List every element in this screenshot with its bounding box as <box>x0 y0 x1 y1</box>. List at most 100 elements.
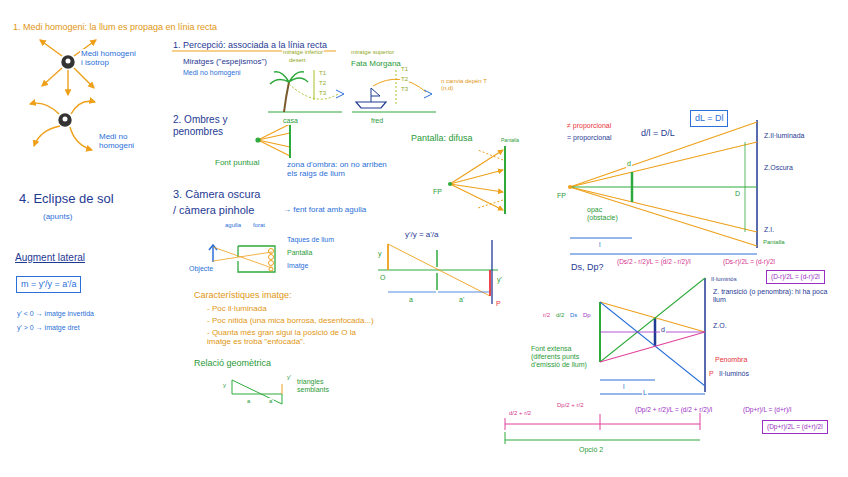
note-label: - Quanta més gran sigui la posició de O … <box>206 328 373 346</box>
note-label: forat <box>252 222 266 229</box>
note-label: Z.O. <box>712 322 728 330</box>
note-label: T2 <box>400 76 409 83</box>
note-label: Il·luminós <box>710 276 738 283</box>
note-label: O <box>379 274 386 282</box>
note-label: casa <box>282 117 299 125</box>
note-label: Miratges ("espejismos") <box>182 57 268 66</box>
note-label: Z. transició (o penombra): hi ha poca ll… <box>712 288 842 304</box>
note-label: Font puntual <box>214 158 260 167</box>
formula-box: (D-r)/2L = (d-r)/2l <box>766 270 825 284</box>
similar-triangles <box>232 380 282 404</box>
note-label: (Dp+r)/L = (d+r)/l <box>742 406 792 413</box>
note-label: Pantalla <box>500 138 520 144</box>
note-label: (Ds/2 - r/2)/L = (d/2 - r/2)/l <box>616 258 692 265</box>
note-label: desert <box>288 57 307 64</box>
formula-box: (Dp+r)/2L = (d+r)/2l <box>762 420 828 434</box>
note-label: T1 <box>400 66 409 73</box>
note-label: agulla <box>224 222 242 229</box>
note-label: y' < 0 → imatge invertida <box>16 310 95 318</box>
note-label: T2 <box>318 80 327 87</box>
note-label: FP <box>556 192 567 200</box>
note-label: ≠ proporcional <box>566 122 612 130</box>
formula-text: dL = Dl <box>695 113 723 123</box>
note-label: zona d'ombra: on no arriben els raigs de… <box>286 160 400 178</box>
note-label: d <box>660 326 666 334</box>
formula-box: dL = Dl <box>690 110 728 127</box>
formula-text: m = y'/y = a'/a <box>21 279 76 289</box>
note-label: Il·luminós <box>718 370 750 378</box>
note-label: T1 <box>318 70 327 77</box>
note-label: Imatge <box>286 262 309 270</box>
note-label: Ds, Dp? <box>570 262 605 272</box>
note-label: y' <box>286 374 292 381</box>
note-label: Font extensa (diferents punts d'emissió … <box>530 345 598 369</box>
note-label: miratge inferior <box>282 49 324 56</box>
note-label: a' <box>458 296 465 304</box>
fata-morgana-boat <box>352 62 436 112</box>
pinhole-geometry <box>378 240 498 304</box>
note-label: d/2 + r/2 <box>508 410 532 417</box>
note-label: Medi no homogeni <box>98 132 148 150</box>
note-label: Opció 2 <box>578 446 604 454</box>
diffuse-screen <box>448 146 505 214</box>
note-label: r/2 <box>542 312 551 319</box>
note-label: - Poc il·luminada <box>206 304 268 313</box>
note-label: Taques de llum <box>286 236 335 244</box>
note-label: a' <box>268 398 274 405</box>
note-label: T3 <box>318 90 327 97</box>
note-label: 2. Ombres y penombres <box>172 114 254 137</box>
note-label: → fent forat amb agulla <box>282 205 367 214</box>
note-label: Pantalla <box>762 239 786 246</box>
note-label: opac (obstacle) <box>586 206 628 222</box>
note-label: y <box>222 382 227 389</box>
note-label: Pantalla: difusa <box>410 133 474 143</box>
note-label: n canvia depèn T (n,d) <box>440 78 492 92</box>
note-label: y'/y = a'/a <box>404 230 440 239</box>
note-label: Dp/2 + r/2 <box>556 402 585 409</box>
note-label: y' <box>496 276 503 284</box>
extended-source-obstacle <box>600 278 705 394</box>
note-label: 1. Medi homogeni: la llum es propaga en … <box>12 22 218 32</box>
note-label: a <box>246 398 251 405</box>
point-source-shadow <box>256 122 290 158</box>
note-label: a <box>408 296 414 304</box>
formula-text: (Dp+r)/2L = (d+r)/2l <box>767 423 823 430</box>
note-label: = proporcional <box>566 134 613 142</box>
formula-box: m = y'/y = a'/a <box>16 276 81 293</box>
note-label: T3 <box>400 86 409 93</box>
note-label: / càmera pinhole <box>172 204 255 217</box>
note-label: Fata Morgana <box>350 59 402 68</box>
note-label: FP <box>432 188 443 196</box>
note-label: d/l = D/L <box>640 128 676 138</box>
note-label: Penombra <box>714 356 748 364</box>
note-label: Pantalla <box>286 249 313 257</box>
note-label: Z.Il·luminada <box>763 132 805 140</box>
palm-mirage <box>268 70 344 112</box>
formula-text: (D-r)/2L = (d-r)/2l <box>771 273 820 280</box>
note-label: miratge superior <box>350 49 395 56</box>
note-label: - Poc nítida (una mica borrosa, desenfoc… <box>206 316 375 325</box>
note-label: fred <box>370 117 384 125</box>
note-label: y' > 0 → imatge dret <box>16 324 81 332</box>
note-label: Medi no homogeni <box>182 69 242 77</box>
note-label: L <box>642 389 648 397</box>
note-label: Ds <box>569 312 578 319</box>
note-label: Z.I. <box>763 226 775 234</box>
note-label: Objecte <box>188 265 214 273</box>
note-label: Z.Oscura <box>763 164 794 172</box>
note-label: (Ds-r)/2L = (d-r)/2l <box>722 258 776 265</box>
note-label: (apunts) <box>42 212 73 221</box>
note-label: D <box>734 190 741 198</box>
pinhole-box <box>209 245 275 272</box>
note-label: P <box>708 370 715 378</box>
note-label: (Dp/2 + r/2)/L = (d/2 + r/2)/l <box>634 406 713 413</box>
note-label: Característiques imatge: <box>193 290 293 300</box>
note-label: l <box>622 383 626 391</box>
note-label: l <box>598 241 602 249</box>
note-label: 4. Eclipse de sol <box>18 192 115 207</box>
note-label: d/2 <box>555 312 565 319</box>
note-label: Dp <box>582 312 592 319</box>
note-label: y <box>377 250 383 258</box>
note-label: Augment lateral <box>14 252 86 264</box>
